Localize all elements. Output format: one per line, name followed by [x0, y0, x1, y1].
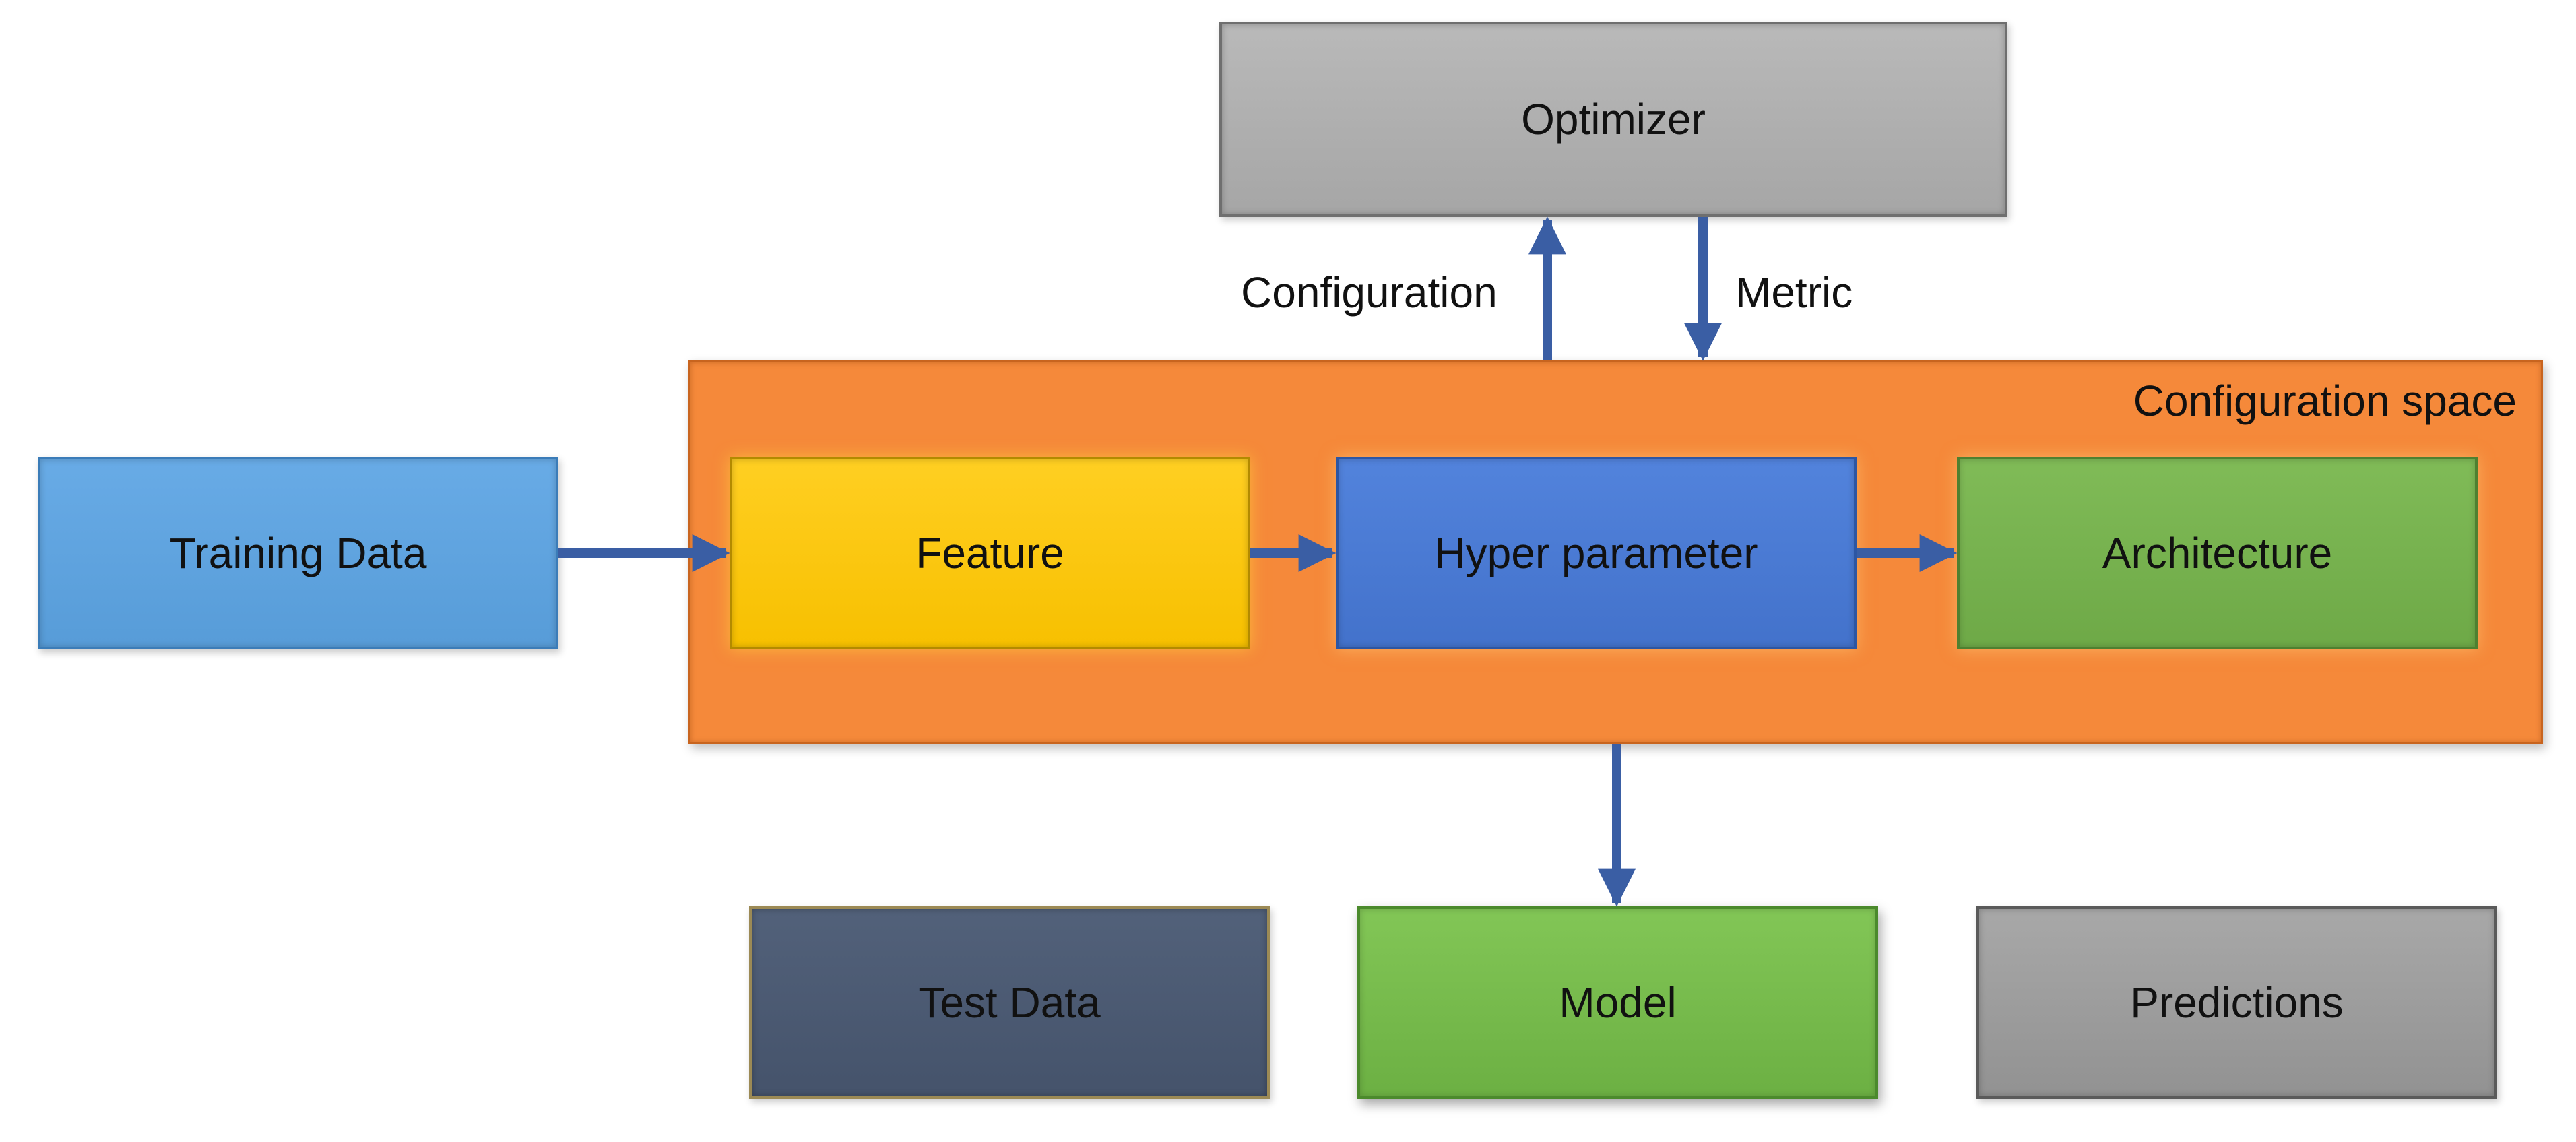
architecture-box: Architecture — [1957, 457, 2478, 649]
training-data-label: Training Data — [169, 529, 427, 577]
hyper-parameter-box: Hyper parameter — [1336, 457, 1857, 649]
optimizer-box: Optimizer — [1219, 22, 2007, 217]
predictions-box: Predictions — [1976, 906, 2497, 1099]
predictions-label: Predictions — [2130, 978, 2344, 1027]
configuration-edge-label: Configuration — [1241, 268, 1498, 317]
optimizer-label: Optimizer — [1521, 95, 1706, 144]
configuration-space-label: Configuration space — [2133, 377, 2517, 425]
test-data-box: Test Data — [749, 906, 1270, 1099]
feature-label: Feature — [915, 529, 1064, 577]
architecture-label: Architecture — [2102, 529, 2333, 577]
model-box: Model — [1357, 906, 1878, 1099]
metric-edge-label: Metric — [1735, 268, 1853, 317]
training-data-box: Training Data — [38, 457, 558, 649]
feature-box: Feature — [730, 457, 1250, 649]
hyper-parameter-label: Hyper parameter — [1434, 529, 1758, 577]
model-label: Model — [1559, 978, 1677, 1027]
test-data-label: Test Data — [918, 978, 1101, 1027]
